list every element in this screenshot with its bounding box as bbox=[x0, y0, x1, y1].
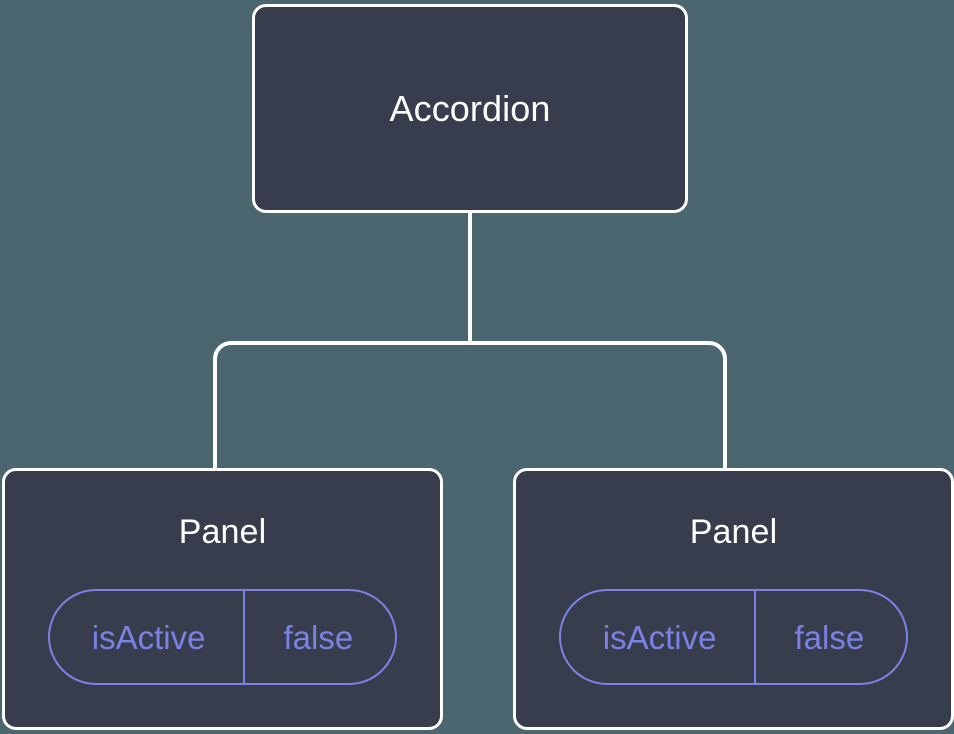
node-panel-2[interactable]: Panel isActive false bbox=[513, 468, 954, 730]
state-pill-panel-1-value: false bbox=[243, 591, 395, 683]
state-pill-panel-1-key: isActive bbox=[91, 618, 206, 656]
state-pill-panel-2[interactable]: isActive false bbox=[558, 589, 909, 685]
state-pill-panel-2-key: isActive bbox=[602, 618, 717, 656]
node-accordion-title: Accordion bbox=[389, 87, 551, 129]
state-pill-panel-1[interactable]: isActive false bbox=[47, 589, 398, 685]
node-panel-2-title: Panel bbox=[689, 513, 778, 551]
edge-bus-to-left-panel bbox=[213, 341, 470, 470]
node-accordion[interactable]: Accordion bbox=[252, 4, 688, 213]
state-pill-panel-2-value: false bbox=[754, 591, 906, 683]
edge-bus-to-right-panel bbox=[470, 341, 727, 470]
node-panel-1-title: Panel bbox=[178, 513, 267, 551]
node-panel-1[interactable]: Panel isActive false bbox=[2, 468, 443, 730]
